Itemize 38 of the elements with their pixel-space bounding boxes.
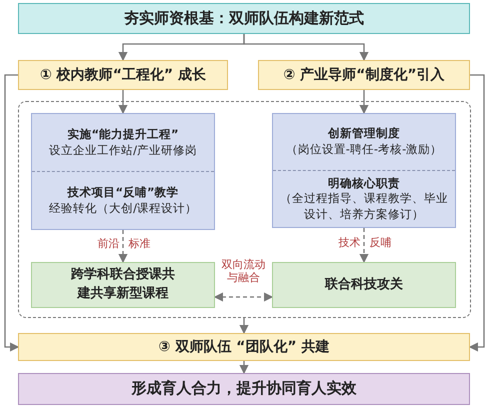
edge-label: 双向流动与融合: [220, 259, 266, 284]
dashed-group-frame: [18, 101, 471, 318]
stage-box: [18, 333, 470, 361]
arrow: [243, 34, 369, 62]
edge-label: 前沿 标准: [97, 238, 151, 251]
arrow: [359, 228, 369, 264]
section-heading: 明确核心职责: [328, 176, 400, 192]
box-text: 跨学科联合授课共建共享新型课程: [70, 266, 176, 303]
box-text: 形成育人合力，提升协同育人实效: [130, 378, 358, 400]
arrow: [239, 318, 249, 334]
title-box: [18, 3, 470, 34]
section-text: 经验转化（大创/课程设计）: [49, 200, 197, 216]
result-box: [18, 373, 470, 405]
section-heading: 技术项目“反哺”教学: [67, 184, 179, 200]
box-text: ① 校内教师“工程化” 成长: [38, 66, 207, 85]
arrow: [118, 90, 128, 114]
arrow: [4, 74, 20, 352]
section-heading: 实施“能力提升工程”: [67, 126, 179, 142]
process-box: [31, 113, 215, 230]
box-text: ② 产业导师“制度化”引入: [282, 66, 446, 85]
section-text: 设立企业工作站/产业研修岗: [49, 142, 197, 158]
box-text: 夯实师资根基：双师队伍构建新范式: [123, 8, 365, 29]
section-text: （岗位设置-聘任-考核-激励）: [286, 142, 442, 158]
section-heading: 创新管理制度: [328, 126, 400, 142]
arrow: [468, 74, 485, 352]
box-text: ③ 双师队伍 “团队化” 共建: [158, 338, 330, 357]
section-text: （全过程指导、课程教学、毕业设计、培养方案修订）: [279, 191, 449, 222]
arrow: [359, 90, 369, 114]
process-box: [272, 113, 456, 228]
stage-box: [258, 60, 470, 90]
edge-label: 技术 反哺: [338, 237, 392, 250]
stage-box: [18, 60, 228, 90]
process-box: [272, 262, 456, 308]
arrow: [118, 230, 128, 264]
arrow: [239, 361, 249, 374]
arrow: [214, 292, 274, 302]
box-text: 联合科技攻关: [324, 276, 404, 294]
process-box: [31, 262, 215, 308]
